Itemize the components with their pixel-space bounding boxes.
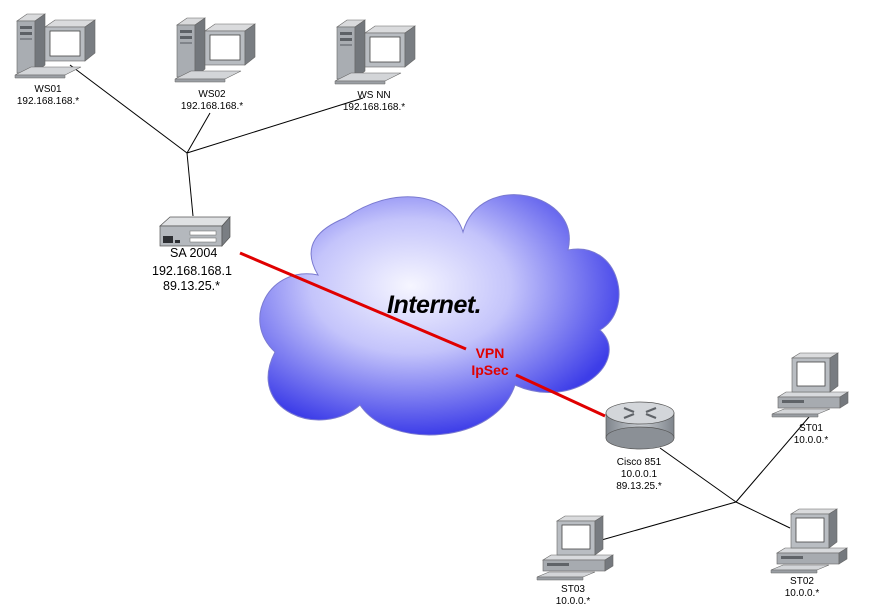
cisco851-name: Cisco 851	[616, 457, 662, 468]
sa2004-firewall-appliance-icon[interactable]	[159, 216, 231, 247]
wsnn-label: WS NN 192.168.168.*	[333, 90, 415, 114]
wsnn-ip: 192.168.168.*	[342, 102, 406, 113]
sa2004-ip-lan: 192.168.168.1	[152, 264, 232, 278]
sa2004-name: SA 2004	[170, 246, 218, 260]
st03-workstation-icon[interactable]	[536, 515, 614, 581]
ws01-desktop-pc-icon[interactable]	[14, 13, 96, 79]
st01-workstation-icon[interactable]	[771, 352, 849, 418]
vpn-ipsec-link	[239, 251, 606, 418]
st02-workstation-icon[interactable]	[770, 508, 848, 574]
link-ws02-hub	[186, 112, 211, 154]
link-hub-sa2004	[186, 152, 194, 217]
st01-label: ST01 10.0.0.*	[782, 423, 840, 447]
lan-links	[69, 64, 816, 542]
link-hub-st01	[735, 409, 816, 503]
router-arrows-icon	[623, 406, 657, 420]
st02-name: ST02	[790, 576, 814, 587]
st02-ip: 10.0.0.*	[784, 588, 820, 599]
ws02-label: WS02 192.168.168.*	[171, 89, 253, 113]
st03-ip: 10.0.0.*	[555, 596, 591, 607]
wsnn-desktop-pc-icon[interactable]	[334, 19, 416, 85]
link-wsnn-hub	[186, 97, 364, 154]
cisco851-ip-wan: 89.13.25.*	[616, 481, 662, 492]
sa2004-ip-wan: 89.13.25.*	[163, 279, 220, 293]
link-hub-st02	[735, 501, 791, 529]
ws02-name: WS02	[198, 89, 226, 100]
st02-label: ST02 10.0.0.*	[773, 576, 831, 600]
vpn-label-line2: IpSec	[471, 362, 509, 378]
wsnn-name: WS NN	[357, 90, 391, 101]
internet-cloud	[259, 194, 620, 436]
ws02-ip: 192.168.168.*	[180, 101, 244, 112]
cisco851-router-icon[interactable]	[605, 401, 675, 450]
st01-ip: 10.0.0.*	[793, 435, 829, 446]
link-hub-st03	[597, 501, 737, 542]
vpn-label-line1: VPN	[475, 345, 505, 361]
ws02-desktop-pc-icon[interactable]	[174, 17, 256, 83]
internet-label: Internet.	[387, 291, 482, 319]
ws01-label: WS01 192.168.168.*	[8, 84, 88, 108]
vpn-ipsec-label: VPN IpSec	[462, 345, 518, 379]
st01-name: ST01	[799, 423, 823, 434]
link-ws01-hub	[69, 64, 188, 154]
cisco851-label: Cisco 851 10.0.0.1 89.13.25.*	[600, 457, 678, 493]
link-cisco-hub	[659, 447, 737, 503]
ws01-ip: 192.168.168.*	[16, 96, 80, 107]
st03-name: ST03	[561, 584, 585, 595]
st03-label: ST03 10.0.0.*	[544, 584, 602, 608]
cisco851-ip-lan: 10.0.0.1	[620, 469, 658, 480]
ws01-name: WS01	[34, 84, 62, 95]
